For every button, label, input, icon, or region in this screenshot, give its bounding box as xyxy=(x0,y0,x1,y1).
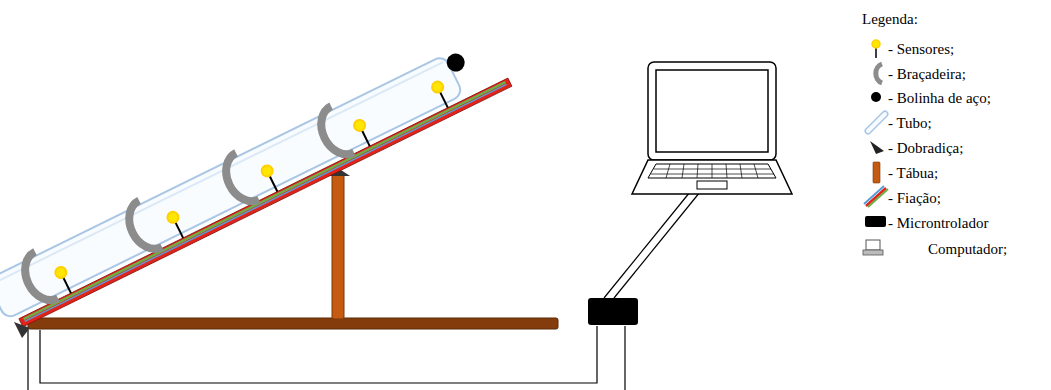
legend-icons xyxy=(863,40,888,255)
sensors xyxy=(53,80,452,296)
legend-entry: - Braçadeira; xyxy=(888,65,966,83)
hinge xyxy=(14,322,30,338)
legend-entry: Computador; xyxy=(928,240,1007,258)
microcontroller xyxy=(588,298,638,325)
wiring-blue xyxy=(25,84,507,321)
clamps xyxy=(17,106,354,307)
support-post xyxy=(332,172,344,319)
usb-cable xyxy=(604,192,700,298)
legend-entry: - Tábua; xyxy=(888,164,938,182)
legend-entry: - Dobradiça; xyxy=(888,139,963,157)
tube-highlight xyxy=(0,62,443,284)
legend-heading: Legenda: xyxy=(862,10,918,28)
inclined-assembly xyxy=(0,31,512,333)
base-board xyxy=(28,318,558,329)
steel-ball xyxy=(444,51,468,75)
laptop xyxy=(632,62,792,194)
tube xyxy=(0,55,464,320)
legend-entry: - Fiação; xyxy=(888,189,941,207)
legend-entry: - Tubo; xyxy=(888,114,932,132)
legend-entry: - Microntrolador xyxy=(888,214,988,232)
signal-wire xyxy=(28,326,625,390)
legend-entry: - Sensores; xyxy=(888,40,954,58)
inclined-board xyxy=(19,78,512,327)
legend-entry: - Bolinha de aço; xyxy=(888,89,991,107)
wiring-green xyxy=(24,82,506,319)
